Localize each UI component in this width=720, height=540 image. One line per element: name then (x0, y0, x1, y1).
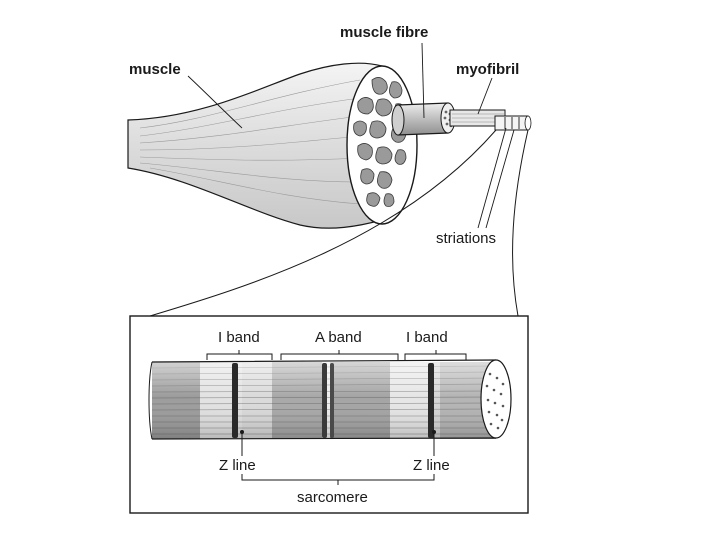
label-z-line-left: Z line (219, 457, 256, 474)
m-line-disc-a (322, 363, 327, 438)
zoom-lines (149, 129, 529, 317)
label-z-line-right: Z line (413, 457, 450, 474)
label-i-band-left: I band (218, 329, 260, 346)
myofibril-end-face (480, 359, 512, 439)
label-a-band: A band (315, 329, 362, 346)
sarcomere-detail-panel (129, 315, 529, 514)
label-muscle: muscle (129, 61, 181, 78)
m-line-disc-b (330, 363, 334, 438)
band-braces (206, 350, 467, 360)
whole-muscle (127, 62, 418, 229)
myofibril-segment (148, 359, 512, 440)
muscle-striation-lines (139, 79, 361, 205)
z-line-right-disc (428, 363, 434, 438)
myofibril (449, 109, 532, 131)
label-muscle-fibre: muscle fibre (340, 24, 428, 41)
z-line-left-disc (232, 363, 238, 438)
leader-lines (187, 42, 515, 229)
label-sarcomere: sarcomere (297, 489, 368, 506)
label-i-band-right: I band (406, 329, 448, 346)
z-line-leaders (241, 432, 435, 456)
sarcomere-brace (241, 474, 435, 485)
label-striations: striations (436, 230, 496, 247)
label-myofibril: myofibril (456, 61, 519, 78)
